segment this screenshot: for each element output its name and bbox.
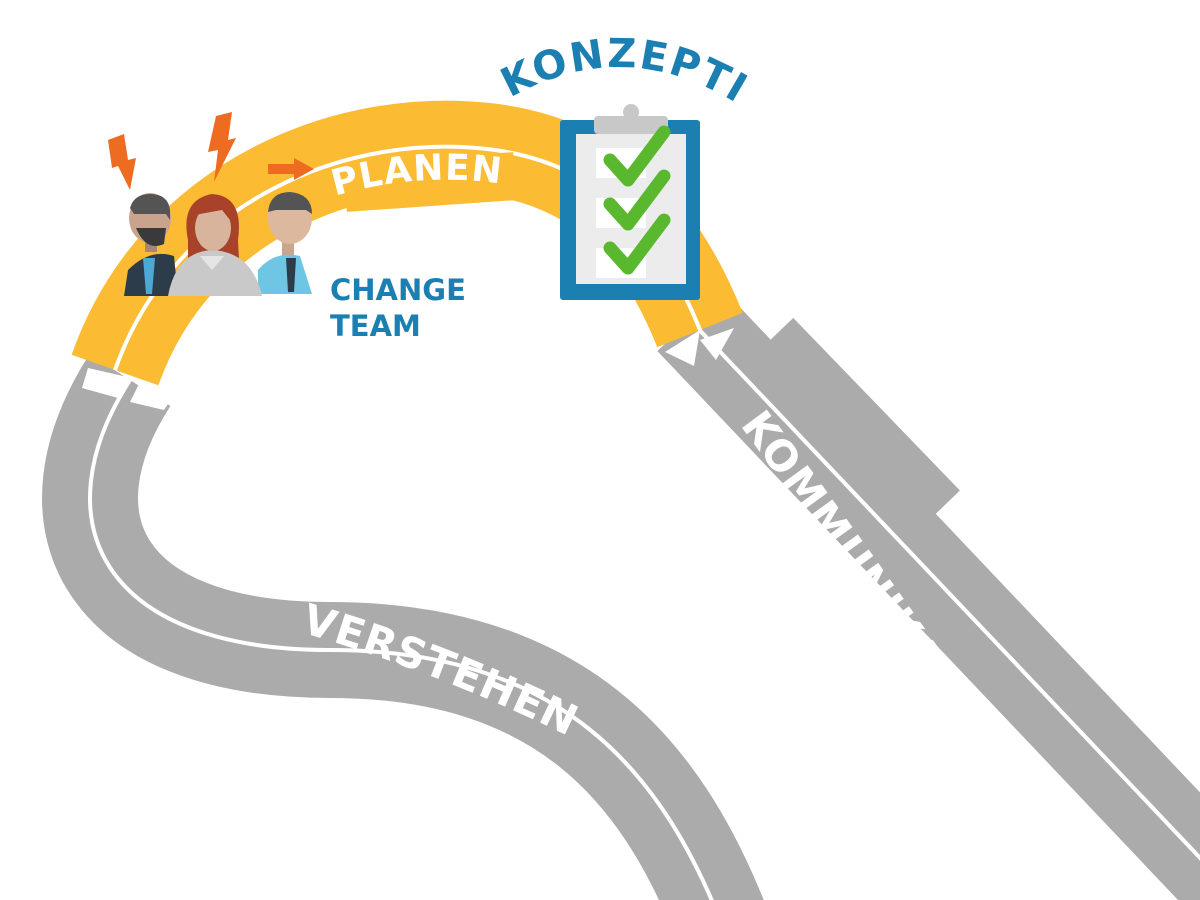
checkmark-icon [603,125,671,187]
konzeption-title: KONZEPTION [0,0,756,113]
lightning-icon [208,112,236,182]
road-verstehen: VERSTEHEN [42,354,764,900]
checkmark-icon [603,213,671,275]
arrow-right-icon [268,158,314,180]
clipboard-icon [560,104,700,300]
person-icon [168,194,262,296]
person-icon [258,192,312,294]
person-icon [124,193,178,296]
change-team-label: CHANGE TEAM [330,272,466,344]
checkmark-icon [603,169,671,231]
change-team-line1: CHANGE [330,273,466,307]
lightning-icon [108,134,136,190]
change-team-line2: TEAM [330,309,421,343]
